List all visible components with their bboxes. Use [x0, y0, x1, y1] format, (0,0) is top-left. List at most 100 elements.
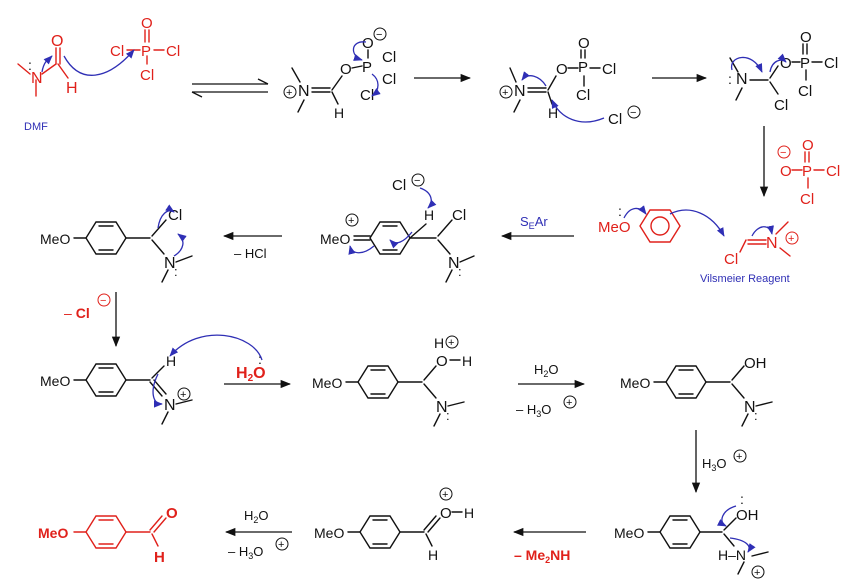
- water-lone-pair: :: [258, 351, 262, 367]
- int1-oxygen: O: [340, 61, 352, 78]
- chloroamine-lone-pair: :: [174, 264, 178, 279]
- curly-arrow-vr: [751, 225, 774, 237]
- curly-arrow-int3-a: [731, 56, 763, 73]
- final-water-label: H2O: [244, 508, 269, 525]
- sigma-lone-pair: :: [458, 264, 462, 279]
- charge-plus: +: [278, 539, 284, 551]
- chloroamine-chlorine: Cl: [168, 207, 182, 224]
- anion-cl-2: Cl: [800, 191, 814, 208]
- int1-nitrogen: N: [298, 83, 310, 100]
- curly-arrow-chloroamine-2: [157, 204, 175, 229]
- curly-arrow-iminium: [152, 373, 163, 408]
- curly-arrow-sigma-1: [419, 187, 437, 209]
- dmf-nitrogen: N: [31, 70, 43, 87]
- adduct-hydrogen-1: H: [434, 335, 444, 351]
- sigma-hydrogen: H: [424, 207, 434, 223]
- charge-minus: −: [376, 29, 382, 41]
- charge-plus: +: [348, 215, 354, 227]
- curly-arrow-sigma-3: [348, 245, 375, 255]
- sigma-chloride: Cl: [392, 177, 406, 194]
- intermediate-3: N : Cl O P O Cl Cl: [728, 29, 838, 114]
- charge-plus: +: [286, 87, 292, 99]
- minus-cl-label: –Cl: [64, 305, 90, 321]
- curly-arrow-int1-b: [371, 73, 381, 97]
- adduct-hydrogen-2: H: [462, 353, 472, 369]
- dmf-oxygen: O: [51, 33, 63, 50]
- curly-arrow-chloroamine-1: [173, 233, 187, 257]
- charge-plus: +: [502, 87, 508, 99]
- oxonium-adduct: MeO O H H + N :: [312, 335, 472, 427]
- int3-cl-2: Cl: [798, 83, 812, 100]
- int3-chlorine: Cl: [774, 97, 788, 114]
- charge-plus: +: [448, 337, 454, 349]
- dmf-molecule: N : O H DMF: [17, 33, 78, 133]
- anion-oxygen: O: [780, 163, 792, 180]
- sigma-nitrogen: N: [448, 255, 460, 272]
- int1-cl-3: Cl: [360, 87, 374, 104]
- iminium-hydrogen: H: [166, 353, 176, 369]
- intermediate-1: + N H O P O − Cl Cl Cl: [283, 27, 396, 121]
- curly-arrow-int2-b: [521, 71, 547, 87]
- adduct-lone-pair: :: [446, 408, 450, 423]
- int3-phosphorus: P: [800, 55, 810, 72]
- charge-minus: −: [100, 295, 106, 307]
- charge-plus: +: [566, 397, 572, 409]
- int2-nitrogen: N: [514, 83, 526, 100]
- int2-oxygen: O: [556, 61, 568, 78]
- curly-arrow-anisole-2: [669, 209, 725, 237]
- int1-cl-1: Cl: [382, 49, 396, 66]
- protonated-ammonium: H–N: [718, 547, 746, 563]
- protonated-meo: MeO: [614, 525, 644, 541]
- adduct-nitrogen: N: [436, 399, 448, 416]
- anion-phosphorus: P: [802, 163, 812, 180]
- intermediate-2: + N H O P O Cl Cl Cl −: [499, 35, 641, 128]
- equilibrium-arrow: [191, 78, 269, 98]
- pocl3-phosphorus: P: [141, 43, 151, 60]
- curly-arrow-protonated-2: [729, 537, 756, 553]
- anion-cl-1: Cl: [826, 163, 840, 180]
- final-minus-h3o-label: – H3O: [228, 544, 263, 561]
- oxocarbenium-hydrogen-o: H: [464, 505, 474, 521]
- oxocarbenium-hydrogen-c: H: [428, 547, 438, 563]
- adduct-meo: MeO: [312, 375, 342, 391]
- dmf-lone-pair: :: [28, 57, 32, 73]
- curly-arrow-sigma-2: [389, 231, 413, 249]
- int1-hydrogen: H: [334, 105, 344, 121]
- dmf-label: DMF: [24, 121, 48, 133]
- pocl3-oxygen: O: [141, 15, 153, 32]
- sigma-chlorine: Cl: [452, 207, 466, 224]
- int1-cl-2: Cl: [382, 71, 396, 88]
- minus-me2nh-label: – Me2NH: [514, 547, 570, 565]
- dmf-hydrogen: H: [66, 80, 78, 97]
- hemiaminal-meo: MeO: [620, 375, 650, 391]
- iminium-nitrogen: N: [164, 397, 176, 414]
- curly-arrow-dmf-2: [63, 49, 135, 76]
- charge-plus: +: [442, 489, 448, 501]
- hemiaminal-nitrogen: N: [744, 399, 756, 416]
- curly-arrow-protonated-1: [717, 505, 737, 527]
- curly-arrow-int3-b: [769, 53, 787, 73]
- int1-oxide: O: [362, 35, 374, 52]
- sigma-meo: MeO: [320, 231, 350, 247]
- int2-oxide: O: [578, 35, 590, 52]
- sear-label: SEAr: [520, 214, 548, 231]
- int2-phosphorus: P: [578, 59, 588, 76]
- oxocarbenium-oxygen: O: [440, 505, 452, 522]
- chloride-ion: Cl: [608, 111, 622, 128]
- product-oxygen: O: [166, 505, 178, 522]
- pocl3-chlorine-left: Cl: [110, 43, 124, 60]
- chloroamine-meo: MeO: [40, 231, 70, 247]
- aryl-iminium: MeO H N +: [40, 353, 193, 425]
- anisole-lone-pair: :: [618, 203, 622, 219]
- charge-plus: +: [788, 233, 794, 245]
- water-label: H2O: [534, 362, 559, 379]
- product-hydrogen: H: [154, 549, 165, 566]
- alpha-chloroamine: MeO Cl N :: [40, 204, 193, 283]
- p-anisaldehyde-product: MeO O H: [38, 505, 178, 566]
- charge-minus: −: [780, 147, 786, 159]
- product-meo: MeO: [38, 525, 68, 541]
- anisole: MeO :: [598, 203, 725, 243]
- vr-nitrogen: N: [766, 235, 778, 252]
- protonated-lone-pair: :: [740, 491, 744, 507]
- int2-cl-2: Cl: [576, 87, 590, 104]
